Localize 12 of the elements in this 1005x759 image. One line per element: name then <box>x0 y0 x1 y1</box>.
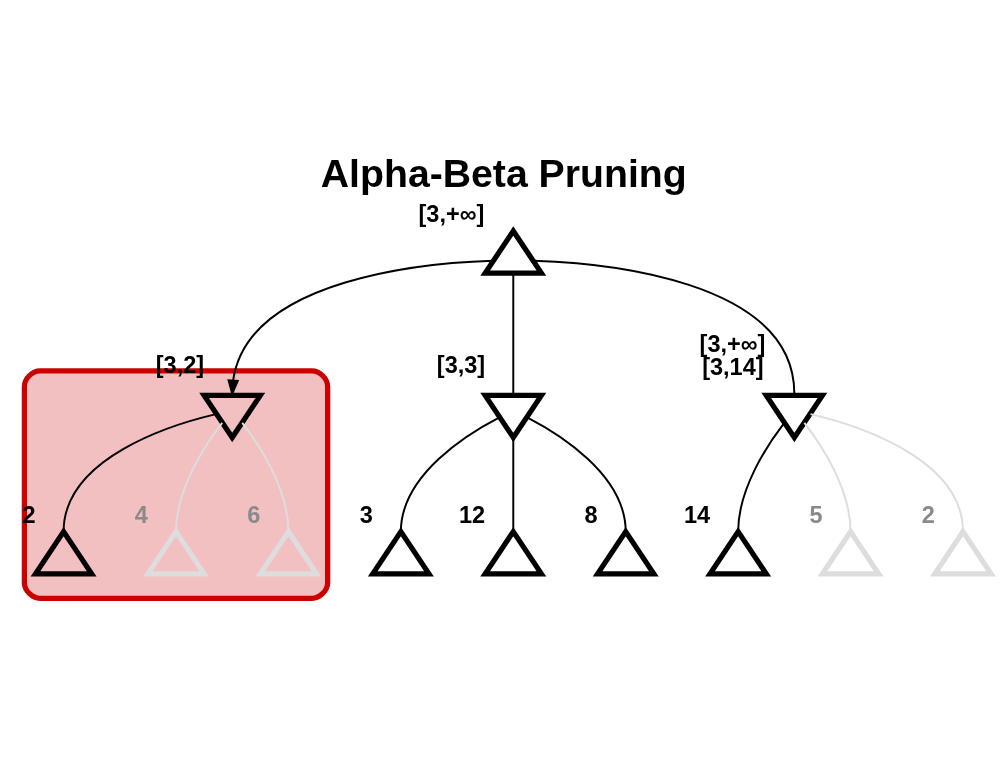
node-label: 4 <box>134 501 148 528</box>
node-label: 2 <box>921 501 935 528</box>
node-label: 8 <box>584 501 598 528</box>
node-label: 3 <box>359 501 373 528</box>
node-label: 12 <box>459 501 486 528</box>
node-label: [3,+∞] <box>699 330 766 357</box>
node-label: [3,+∞] <box>418 200 485 227</box>
node-label: 14 <box>683 501 711 528</box>
node-label: [3,3] <box>436 351 486 378</box>
node-label: 6 <box>247 501 261 528</box>
diagram-title: Alpha-Beta Pruning <box>320 151 687 195</box>
node-label: 5 <box>809 501 823 528</box>
